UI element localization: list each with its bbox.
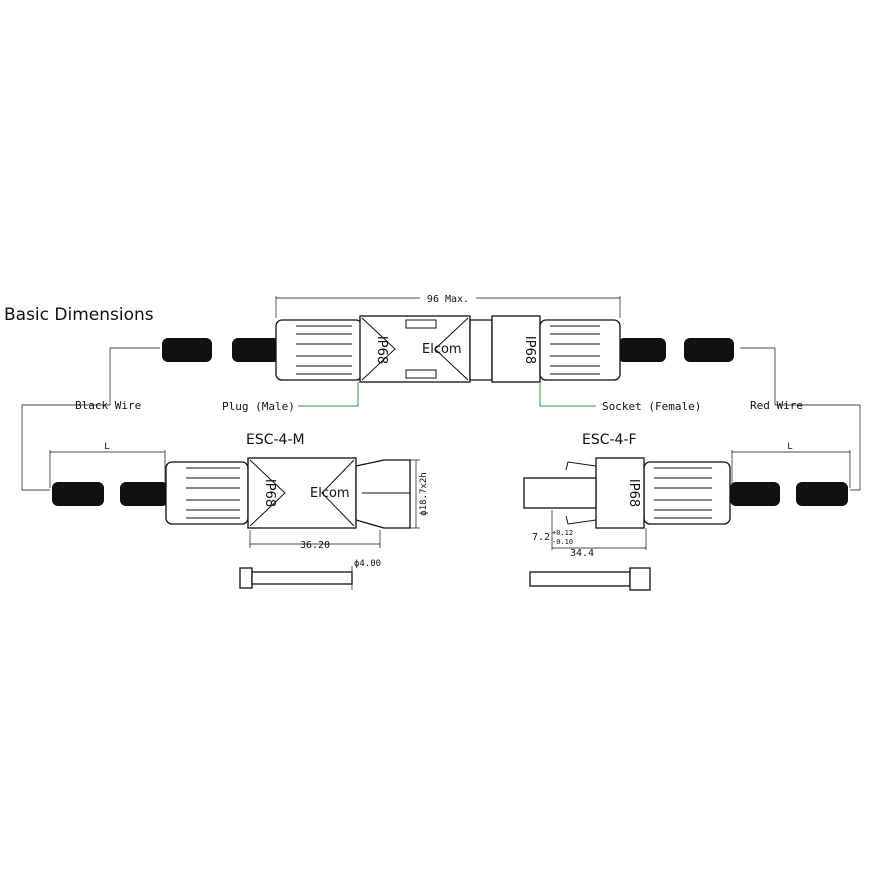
male-pin [251, 571, 353, 585]
female-pin [529, 571, 631, 587]
male-pin [239, 567, 253, 589]
female-tol-plus: +0.12 [552, 529, 573, 537]
black-wire-leader [21, 347, 160, 491]
wire-segment [120, 482, 168, 506]
drawing-title: Basic Dimensions [4, 305, 154, 325]
top-assembly: IP68 Elcom IP68 96 Max. [21, 294, 861, 491]
pin-diameter-dim: ϕ4.00 [354, 559, 381, 569]
latch [469, 319, 493, 381]
ip-rating-text: IP68 [522, 336, 537, 364]
plug-leader [298, 382, 359, 407]
male-model-label: ESC-4-M [246, 432, 305, 448]
wire-segment [796, 482, 848, 506]
red-wire-segment [618, 338, 666, 362]
black-wire-label: Black Wire [75, 399, 141, 412]
ip-rating-text: IP68 [374, 336, 389, 364]
female-tol-minus: -0.10 [552, 538, 573, 546]
ip-rating-text: IP68 [626, 479, 641, 507]
male-nut [275, 319, 363, 381]
male-body [359, 315, 471, 383]
female-sleeve [523, 477, 597, 509]
female-nut [539, 319, 621, 381]
red-wire-leader [740, 347, 861, 491]
male-diameter-dim: ϕ18.7x2h [419, 472, 429, 515]
length-mark: L [787, 442, 792, 452]
female-pin [629, 567, 651, 591]
wire-segment [730, 482, 780, 506]
female-model-label: ESC-4-F [582, 432, 637, 448]
female-nut [643, 461, 731, 525]
male-nut [165, 461, 249, 525]
female-length-dim: 34.4 [570, 548, 594, 559]
male-latch [355, 459, 411, 529]
male-connector: L IP68 Elcom ϕ18.7x2h 36.20 ϕ4.00 [49, 442, 429, 590]
female-body [491, 315, 541, 383]
red-wire-label: Red Wire [750, 399, 803, 412]
female-tol-base: 7.2 [532, 532, 550, 543]
socket-leader [539, 382, 596, 407]
length-mark: L [104, 442, 109, 452]
socket-label: Socket (Female) [602, 400, 701, 413]
female-connector: L IP68 34.4 7.2 +0.12 -0.10 [523, 442, 851, 591]
brand-logo: Elcom [422, 342, 462, 357]
plug-label: Plug (Male) [222, 400, 295, 413]
male-length-dim: 36.20 [300, 540, 330, 551]
black-wire-segment [232, 338, 280, 362]
male-body [247, 457, 357, 529]
red-wire-segment [684, 338, 734, 362]
wire-segment [52, 482, 104, 506]
overall-dimension: 96 Max. [427, 294, 469, 305]
black-wire-segment [162, 338, 212, 362]
brand-logo: Elcom [310, 486, 350, 501]
ip-rating-text: IP68 [262, 479, 277, 507]
